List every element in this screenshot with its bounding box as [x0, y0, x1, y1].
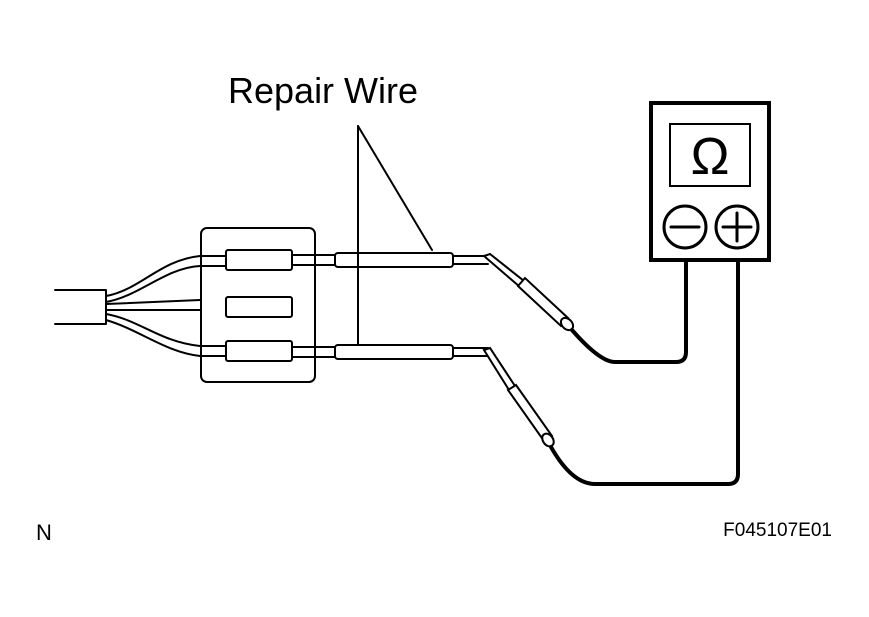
connector [199, 227, 327, 383]
repair-wire-lower [314, 344, 489, 360]
corner-label: N [36, 520, 52, 545]
probe-negative [482, 244, 688, 364]
figure-code: F045107E01 [723, 520, 832, 541]
connector-terminal-middle [225, 296, 293, 318]
callout-label: Repair Wire [228, 70, 418, 111]
cable-stub [54, 289, 107, 325]
meter-display [669, 123, 751, 187]
callout-lines [357, 125, 433, 346]
connector-terminal-bottom [225, 340, 293, 362]
ohmmeter [649, 101, 771, 262]
repair-wire-upper [314, 252, 489, 268]
connector-terminal-top [225, 249, 293, 271]
meter-symbol: Ω [691, 128, 730, 186]
probe-positive [482, 244, 740, 486]
cable-wires [105, 255, 201, 357]
